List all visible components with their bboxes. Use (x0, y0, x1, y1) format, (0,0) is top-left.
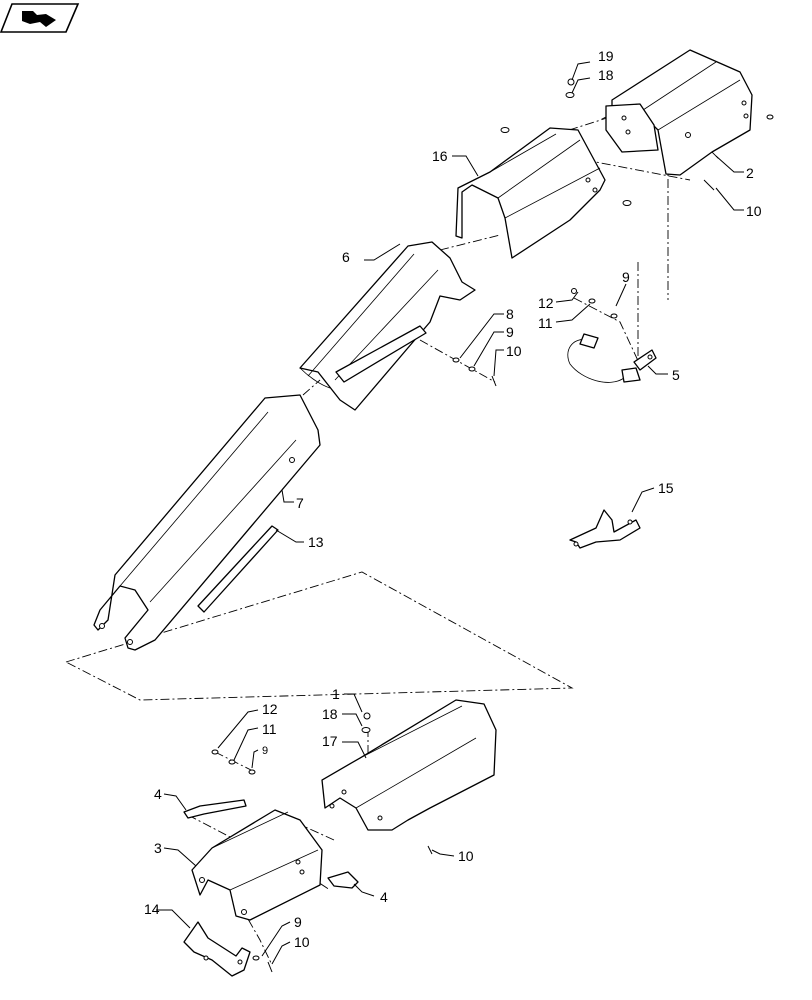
part-14-bracket (183, 921, 251, 977)
callout-19: 19 (598, 48, 614, 64)
callout-9: 9 (506, 324, 514, 340)
callout-12: 12 (538, 295, 554, 311)
callout-13: 13 (308, 534, 324, 550)
callout-18: 18 (598, 67, 614, 83)
callout-10: 10 (506, 343, 522, 359)
callout-17: 17 (322, 733, 338, 749)
page-nav-arrow-icon[interactable] (0, 3, 80, 33)
hardware-fasteners (211, 78, 774, 973)
part-7-lower-shield (93, 394, 321, 651)
callout-10: 10 (746, 203, 762, 219)
callout-16: 16 (432, 148, 448, 164)
callout-leaders (156, 61, 744, 965)
part-15-bracket (569, 509, 641, 549)
part-16-upper-shield (455, 127, 606, 259)
callout-labels: 19 18 16 2 10 6 9 12 11 8 9 10 5 15 7 13… (144, 48, 762, 950)
callout-4: 4 (380, 889, 388, 905)
callout-7: 7 (296, 495, 304, 511)
callout-1: 1 (332, 686, 340, 702)
part-4-latch-pins (183, 799, 359, 889)
callout-11: 11 (262, 721, 277, 737)
part-6-telescoping-shield (299, 241, 476, 411)
callout-5: 5 (672, 367, 680, 383)
callout-11: 11 (538, 315, 553, 331)
callout-14: 14 (144, 901, 160, 917)
callout-9: 9 (294, 914, 302, 930)
callout-18: 18 (322, 706, 338, 722)
callout-15: 15 (658, 480, 674, 496)
callout-9: 9 (622, 269, 630, 285)
callout-12: 12 (262, 701, 278, 717)
part-2-end-shield (605, 49, 753, 176)
part-17-lower-shield (321, 699, 497, 831)
callout-3: 3 (154, 840, 162, 856)
part-13-strip (197, 525, 279, 613)
part-5-cable (567, 333, 657, 383)
callout-9: 9 (262, 745, 268, 757)
callout-4: 4 (154, 786, 162, 802)
callout-6: 6 (342, 249, 350, 265)
callout-8: 8 (506, 306, 514, 322)
part-3-end-shield (191, 809, 323, 921)
callout-10: 10 (294, 934, 310, 950)
callout-2: 2 (746, 165, 754, 181)
callout-10: 10 (458, 848, 474, 864)
